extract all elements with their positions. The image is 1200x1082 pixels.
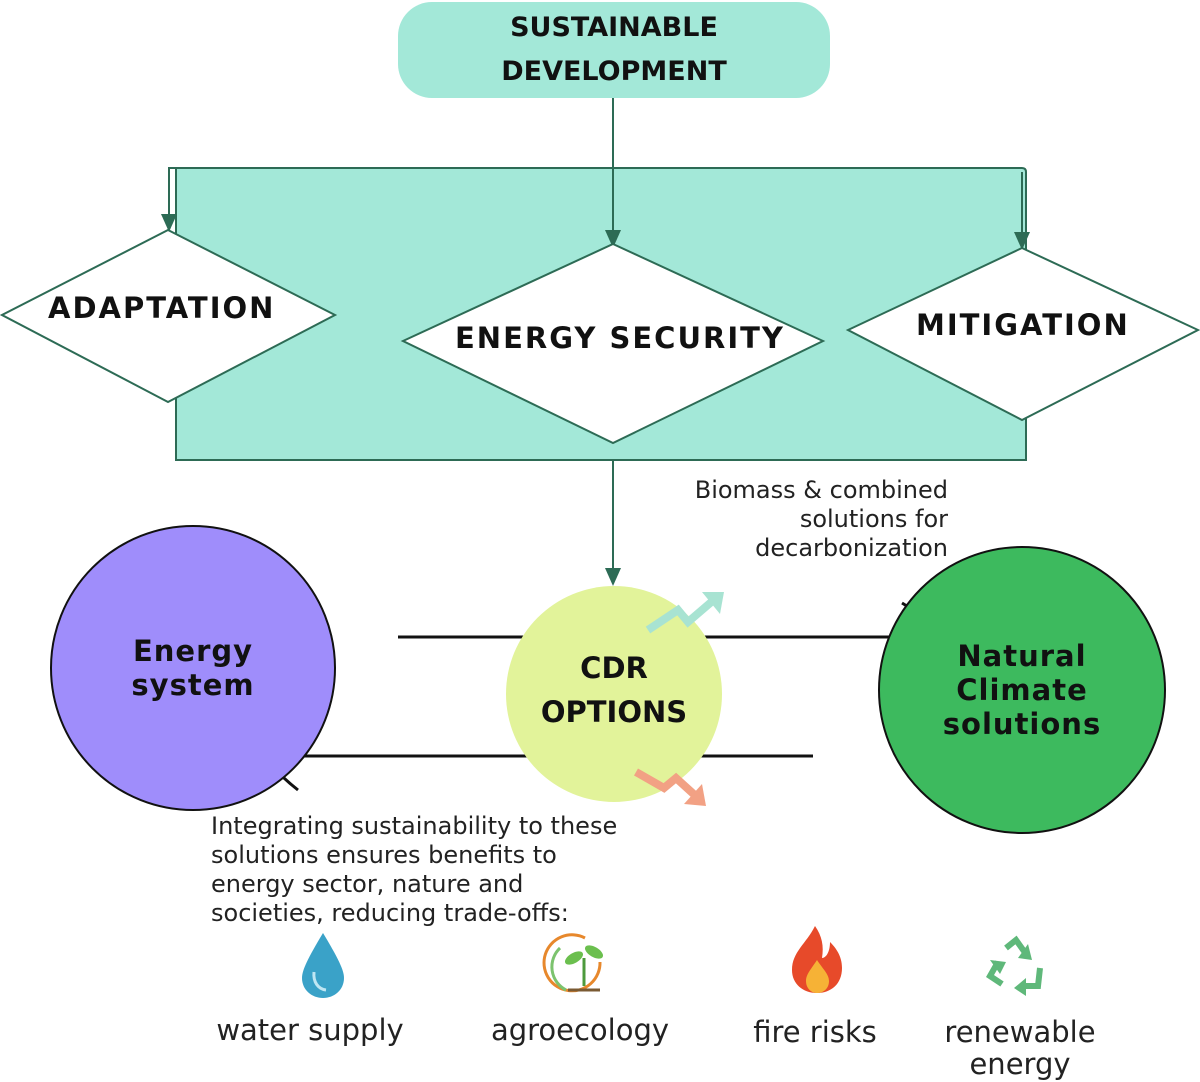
circle-cdr-options: [506, 586, 722, 802]
renewable-line-1: renewable: [944, 1015, 1096, 1049]
label-fire-risks: fire risks: [753, 1015, 877, 1049]
integrating-line-4: societies, reducing trade-offs:: [211, 899, 569, 927]
biomass-line-3: decarbonization: [755, 534, 948, 562]
integrating-line-3: energy sector, nature and: [211, 870, 524, 898]
trend-up-icon: [645, 592, 724, 634]
water-drop-icon: [302, 933, 344, 998]
cdr-line-1: CDR: [580, 651, 648, 685]
circle-energy-system: [50, 525, 336, 811]
recycle-icon: [986, 935, 1043, 996]
title-box: SUSTAINABLE DEVELOPMENT: [398, 2, 830, 98]
integrating-line-2: solutions ensures benefits to: [211, 841, 557, 869]
diamond-energy-security: [400, 242, 826, 445]
diamond-mitigation: [845, 246, 1200, 422]
diamond-adaptation: [0, 228, 338, 404]
label-energy-system: Energy system: [93, 634, 293, 702]
note-biomass: Biomass & combined solutions for decarbo…: [640, 476, 948, 563]
natural-line-1: Natural: [957, 639, 1087, 673]
trend-down-icon: [634, 768, 706, 806]
label-cdr-options: CDR OPTIONS: [534, 646, 694, 734]
biomass-line-2: solutions for: [799, 505, 948, 533]
natural-line-2: Climate: [956, 673, 1088, 707]
cdr-line-2: OPTIONS: [540, 695, 688, 729]
label-agroecology: agroecology: [490, 1013, 670, 1047]
natural-line-3: solutions: [942, 707, 1102, 741]
label-water-supply: water supply: [216, 1013, 404, 1047]
label-mitigation: MITIGATION: [916, 308, 1130, 342]
energy-system-line-2: system: [131, 668, 255, 702]
flame-icon: [792, 926, 842, 993]
energy-system-line-1: Energy: [132, 634, 254, 668]
label-natural-climate: Natural Climate solutions: [912, 639, 1132, 741]
note-integrating: Integrating sustainability to these solu…: [211, 812, 711, 928]
title-line-1: SUSTAINABLE: [510, 12, 718, 43]
sprout-icon: [542, 933, 604, 993]
circle-natural-climate: [878, 546, 1166, 834]
label-adaptation: ADAPTATION: [48, 291, 276, 325]
title-line-2: DEVELOPMENT: [501, 56, 727, 87]
renewable-line-2: energy: [969, 1047, 1071, 1081]
integrating-line-1: Integrating sustainability to these: [211, 812, 618, 840]
label-renewable-energy: renewable energy: [925, 1016, 1115, 1080]
label-energy-security: ENERGY SECURITY: [455, 321, 785, 355]
biomass-line-1: Biomass & combined: [694, 476, 948, 504]
